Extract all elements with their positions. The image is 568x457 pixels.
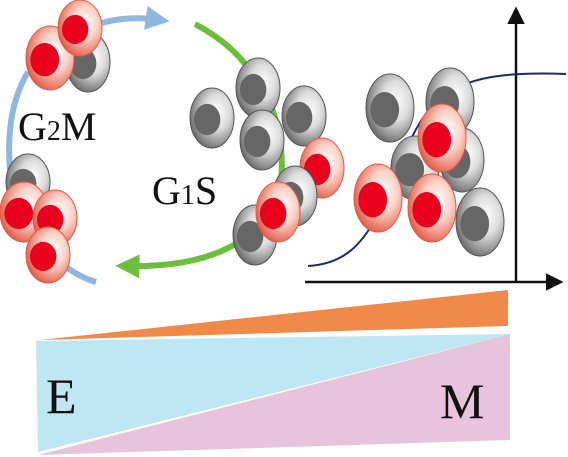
g2m-label: G2M — [18, 104, 96, 149]
grey-cell-icon — [365, 73, 415, 143]
red-cell-icon — [417, 103, 467, 173]
cell-nucleus — [30, 42, 60, 77]
cells-layer — [0, 0, 505, 284]
cell-nucleus — [370, 92, 400, 128]
red-cell-icon — [25, 226, 71, 284]
g1s-arrow-bottom — [115, 237, 244, 279]
grey-cell-icon — [455, 187, 505, 257]
mesenchymal-wedge — [38, 334, 510, 455]
sigmoid-curve — [307, 72, 567, 267]
red-cell-icon — [353, 163, 403, 233]
grey-cell-icon — [281, 85, 327, 147]
cell-nucleus — [193, 103, 221, 136]
cell-nucleus — [239, 73, 267, 106]
cell-nucleus — [29, 241, 57, 271]
cell-nucleus — [460, 206, 490, 242]
red-cell-icon — [255, 181, 301, 243]
cell-nucleus — [36, 204, 64, 234]
cell-nucleus — [422, 122, 452, 158]
grey-cell-icon — [235, 57, 281, 119]
cell-nucleus — [285, 101, 313, 134]
e-label: E — [46, 368, 77, 424]
cell-nucleus — [358, 182, 388, 218]
g2m-arrow-left — [6, 70, 31, 171]
emt-gradient: E M — [36, 290, 510, 455]
cell-nucleus — [412, 192, 442, 228]
g1s-label: G1S — [152, 168, 217, 213]
m-label: M — [440, 373, 484, 429]
grey-cell-icon — [189, 87, 235, 149]
phase-labels: G2M G1S — [18, 104, 217, 213]
grey-cell-icon — [239, 109, 285, 171]
cell-nucleus — [236, 220, 264, 253]
cell-nucleus — [243, 125, 271, 158]
red-cell-icon — [407, 173, 457, 243]
cell-nucleus — [61, 14, 89, 44]
orange-wedge — [40, 290, 508, 340]
red-cell-icon — [57, 0, 103, 57]
cell-nucleus — [4, 197, 34, 230]
epithelial-wedge — [36, 334, 510, 452]
cell-nucleus — [395, 152, 425, 187]
plot — [305, 6, 567, 291]
cell-nucleus — [259, 197, 287, 230]
